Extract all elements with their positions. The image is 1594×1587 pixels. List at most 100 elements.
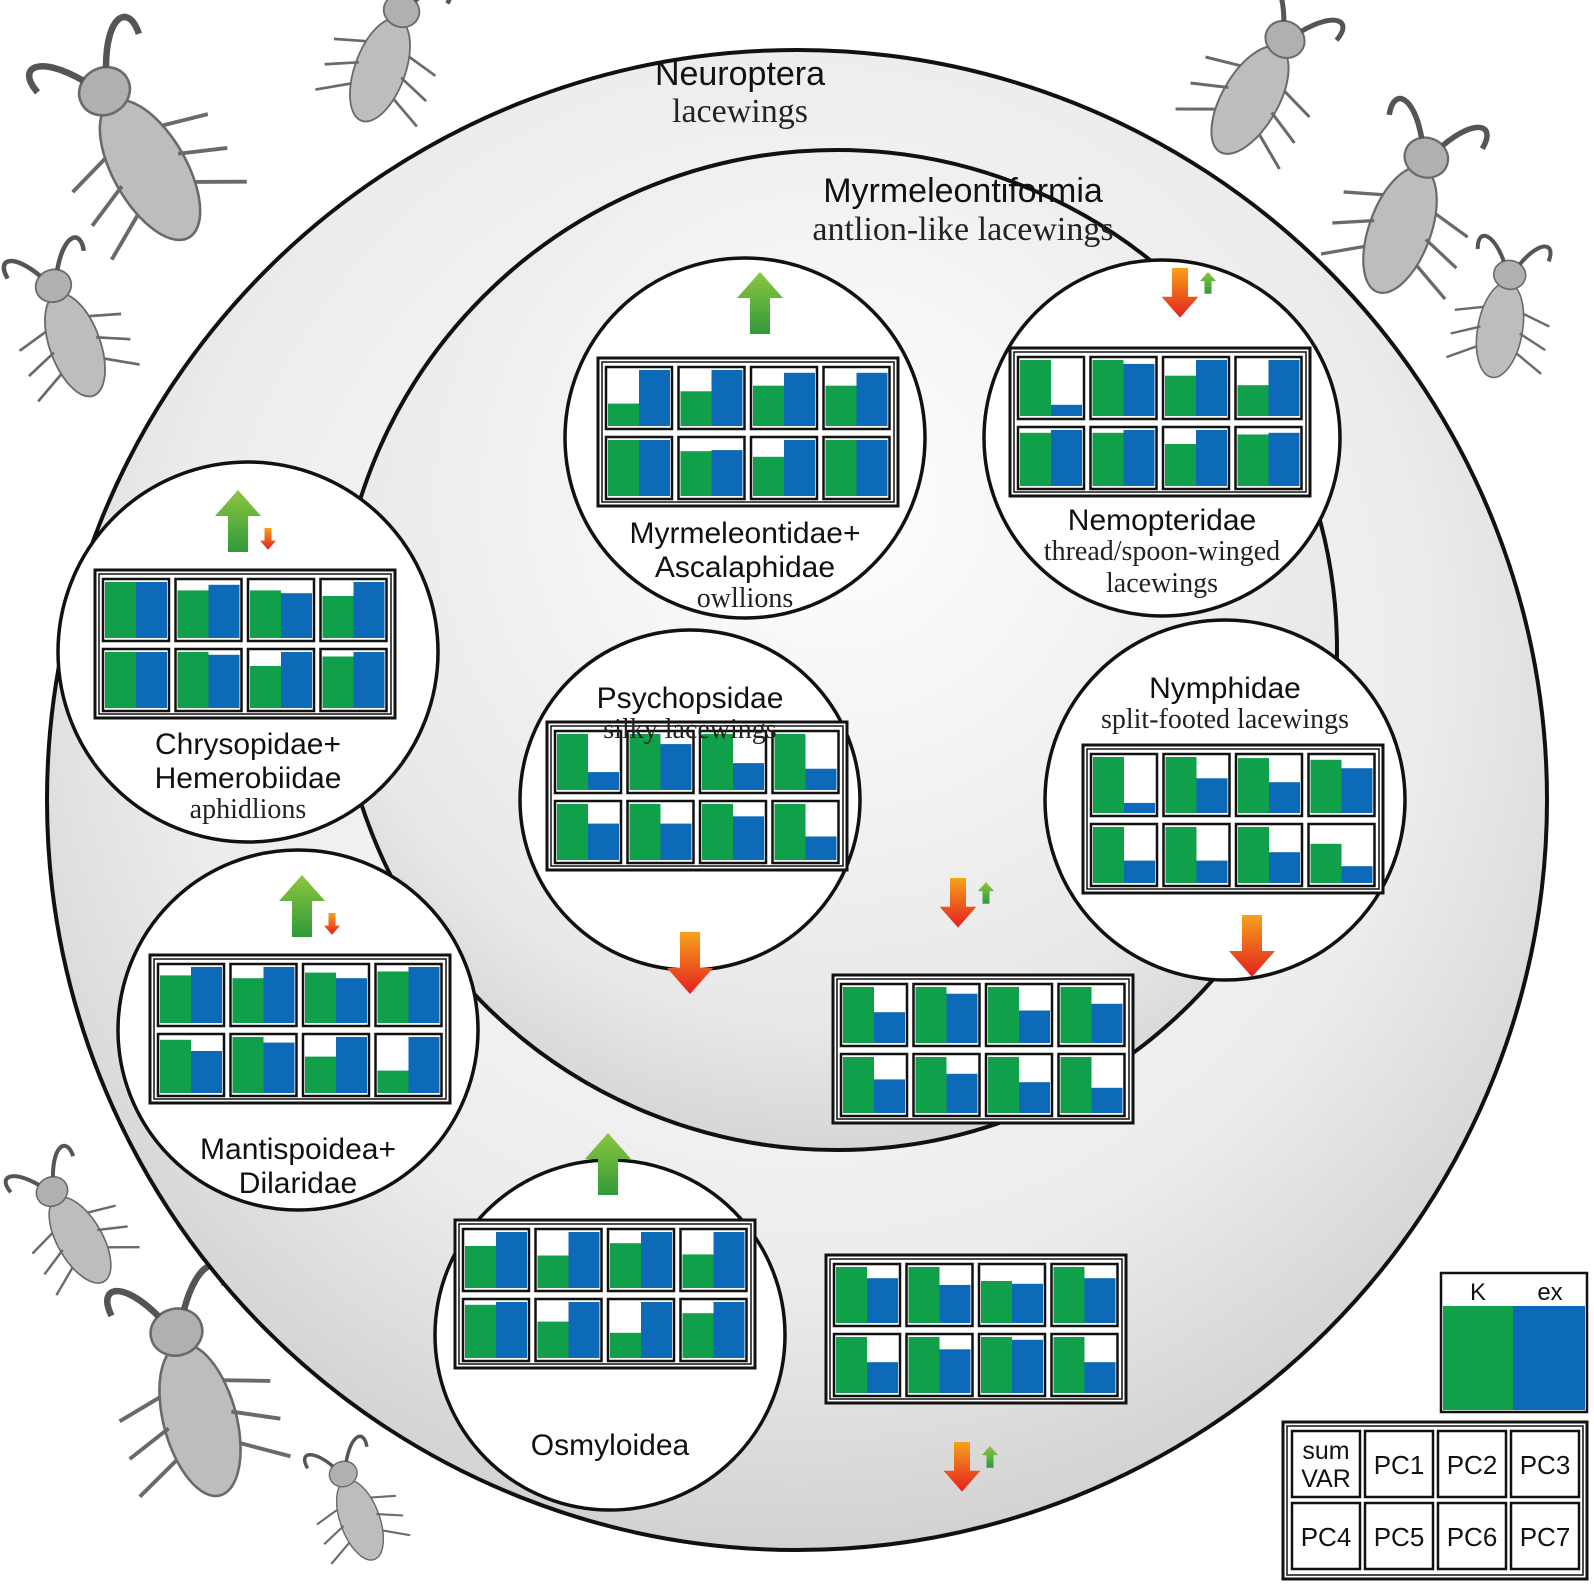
legend-cell-label: PC1 — [1374, 1450, 1425, 1480]
group-title-line: Mantispoidea+ — [200, 1133, 396, 1166]
ex-bar — [281, 652, 312, 708]
neuroptera-subtitle: lacewings — [672, 93, 808, 130]
ex-bar — [1051, 430, 1082, 486]
legend-cell-label: PC6 — [1447, 1522, 1498, 1552]
k-bar — [1165, 757, 1197, 813]
ex-bar — [946, 1073, 978, 1113]
k-bar — [1238, 827, 1269, 883]
k-bar — [160, 975, 191, 1023]
decrease-arrow-icon — [667, 932, 713, 994]
k-bar — [774, 734, 806, 790]
ex-bar — [1269, 782, 1300, 813]
k-bar — [232, 978, 264, 1023]
ex-bar — [1196, 430, 1227, 486]
ex-bar — [711, 370, 743, 426]
group-title-line: Myrmeleontidae+ — [630, 517, 861, 550]
k-bar — [753, 385, 784, 426]
decrease-arrow-icon — [1161, 268, 1199, 318]
ex-bar — [1012, 1283, 1043, 1323]
ex-bar — [1084, 1278, 1116, 1323]
k-bar — [1060, 987, 1092, 1043]
decrease-arrow-icon — [259, 528, 277, 550]
panel-inner-frame — [1086, 748, 1380, 890]
ex-bar — [1051, 404, 1082, 416]
ex-bar — [136, 652, 167, 708]
legend-cell — [1290, 1429, 1362, 1499]
increase-arrow-icon — [737, 272, 783, 334]
ex-bar — [336, 1037, 367, 1093]
group-common-name: silky lacewings — [603, 714, 776, 745]
k-bar — [1310, 843, 1342, 883]
pc-panel — [93, 568, 397, 720]
k-bar — [1020, 432, 1051, 486]
legend-ex-label: ex — [1537, 1279, 1562, 1306]
k-bar — [988, 1057, 1019, 1113]
k-bar — [981, 1337, 1012, 1393]
ex-bar — [641, 1232, 672, 1288]
ex-bar — [1019, 1010, 1050, 1043]
ex-bar — [191, 1051, 222, 1093]
k-bar — [682, 1313, 714, 1358]
k-bar — [610, 1332, 641, 1358]
ex-bar — [1124, 860, 1155, 883]
group-common-name: split-footed lacewings — [1101, 704, 1349, 735]
pc-panel — [831, 973, 1135, 1125]
legend-cell — [1436, 1429, 1508, 1499]
ex-bar — [1196, 778, 1228, 813]
ex-bar — [660, 823, 692, 860]
k-bar — [836, 1267, 867, 1323]
ex-bar — [496, 1232, 527, 1288]
k-bar — [702, 804, 733, 860]
summary-panels — [824, 878, 1135, 1492]
legend-cell-label: PC2 — [1447, 1450, 1498, 1480]
panel-inner-frame — [98, 573, 392, 715]
k-bar — [250, 590, 281, 638]
k-bar — [608, 440, 639, 496]
panel-inner-frame — [836, 978, 1130, 1120]
k-bar — [680, 451, 712, 496]
group-title-line: Osmyloidea — [531, 1429, 690, 1462]
k-bar — [557, 734, 588, 790]
ex-bar — [336, 978, 367, 1023]
ex-bar — [641, 1302, 672, 1358]
k-bar — [305, 1056, 336, 1093]
ex-bar — [408, 967, 440, 1023]
group-common-name: aphidlions — [190, 794, 307, 825]
decrease-arrow-icon — [323, 913, 341, 935]
ex-bar — [867, 1362, 898, 1393]
ex-bar — [408, 1037, 440, 1093]
k-bar — [629, 804, 661, 860]
k-bar — [843, 1057, 874, 1113]
ex-bar — [353, 582, 385, 638]
legend-cell — [1363, 1429, 1435, 1499]
legend-cell-label: PC4 — [1301, 1522, 1352, 1552]
ex-bar — [588, 772, 619, 790]
k-bar — [915, 987, 947, 1043]
panel-inner-frame — [458, 1223, 752, 1365]
group-common-name: owllions — [697, 583, 793, 614]
k-bar — [1237, 434, 1269, 486]
pc-panel — [596, 356, 900, 508]
legend-cell — [1363, 1501, 1435, 1571]
k-bar — [1165, 444, 1196, 486]
ex-bar — [1084, 1362, 1116, 1393]
k-bar — [1093, 827, 1124, 883]
legend-cell — [1509, 1501, 1581, 1571]
group-title-line: Psychopsidae — [597, 682, 784, 715]
increase-arrow-icon — [977, 882, 995, 904]
ex-bar — [856, 440, 888, 496]
k-bar — [105, 652, 136, 708]
k-bar — [774, 804, 806, 860]
ex-bar — [568, 1232, 600, 1288]
k-bar — [537, 1321, 569, 1358]
ex-bar — [1269, 852, 1300, 883]
k-bar — [825, 440, 857, 496]
k-bar — [753, 456, 784, 496]
legend-cell-label: PC5 — [1374, 1522, 1425, 1552]
group-common-name: thread/spoon-winged — [1044, 536, 1280, 567]
k-bar — [1165, 375, 1196, 416]
ex-bar — [856, 372, 888, 426]
ex-bar — [1196, 360, 1227, 416]
